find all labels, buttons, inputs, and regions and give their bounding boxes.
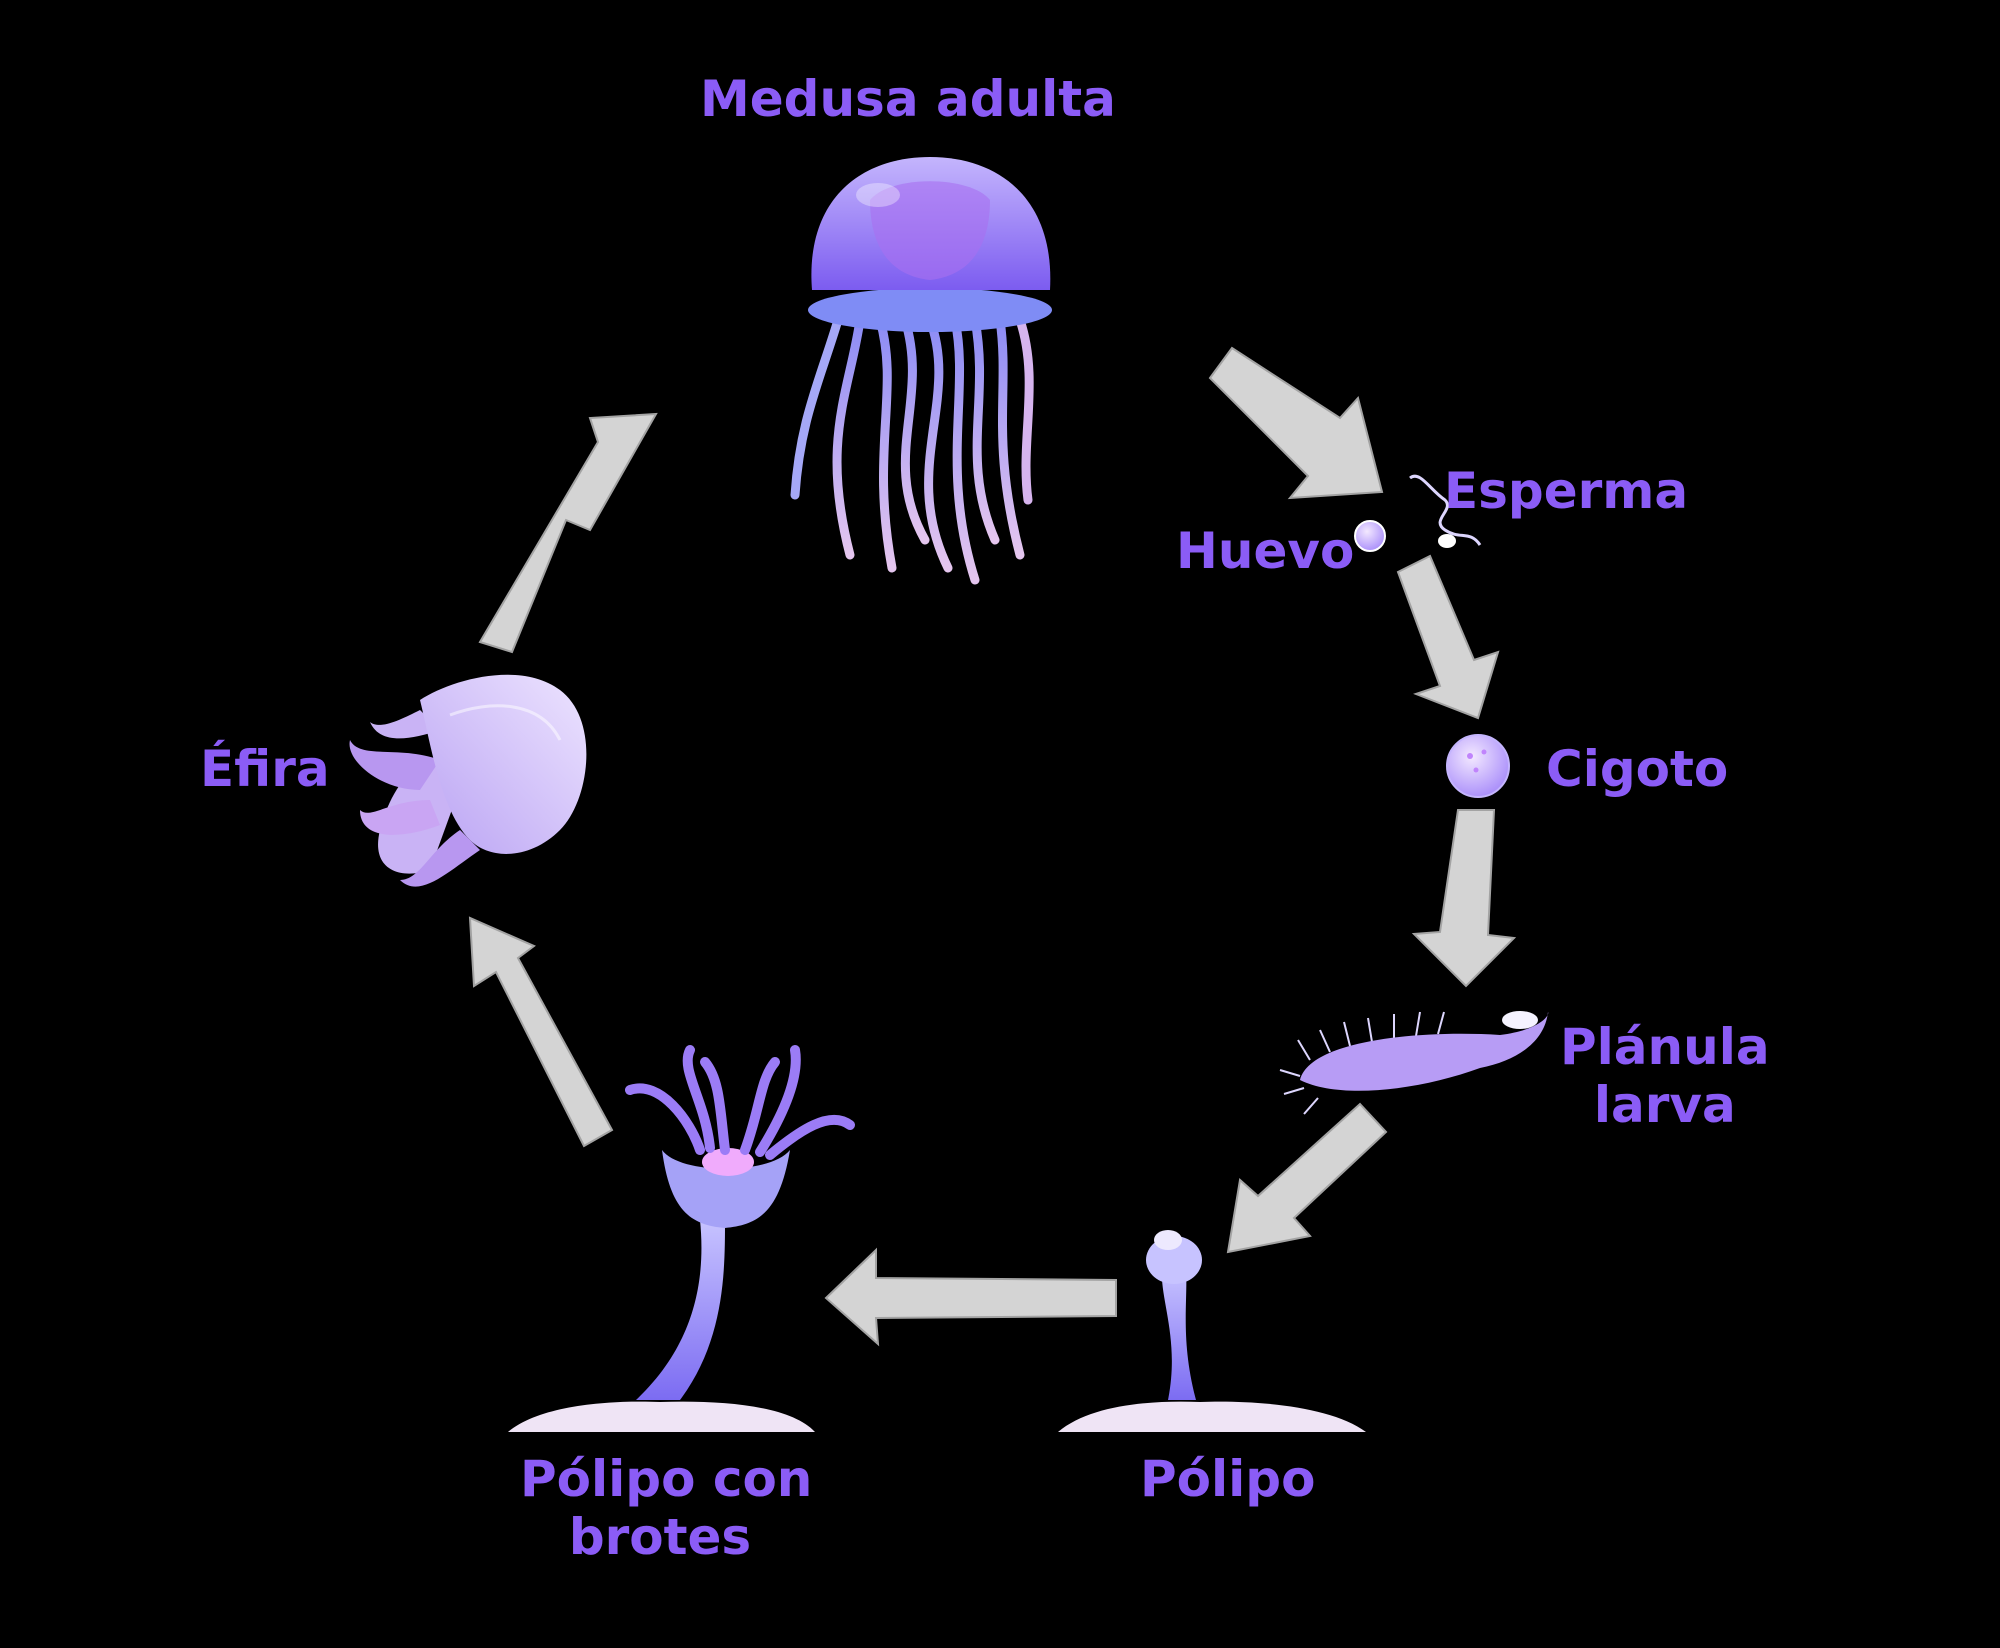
- arrow-brotes-to-efira: [468, 916, 614, 1148]
- label-polipo-brotes-line2: brotes: [568, 1508, 752, 1566]
- label-esperma: Esperma: [1444, 462, 1689, 520]
- arrow-gametes-to-cigoto: [1396, 554, 1500, 720]
- arrow-planula-to-polipo: [1226, 1102, 1388, 1254]
- sperm-head: [1438, 534, 1456, 548]
- label-polipo-brotes-line1: Pólipo con: [520, 1450, 813, 1508]
- label-planula-larva: Plánula larva: [1560, 1018, 1770, 1134]
- label-cigoto: Cigoto: [1546, 740, 1729, 798]
- label-huevo: Huevo: [1176, 522, 1355, 580]
- ephyra-illustration: [349, 674, 587, 887]
- label-efira: Éfira: [200, 740, 330, 798]
- arrow-cigoto-to-planula: [1411, 809, 1517, 988]
- zygote-illustration: [1446, 734, 1510, 798]
- label-planula-line2: larva: [1593, 1076, 1736, 1134]
- adult-medusa-illustration: [790, 157, 1052, 585]
- polyp-illustration: [1058, 1230, 1366, 1432]
- cycle-arrows: [468, 346, 1517, 1347]
- label-polipo: Pólipo: [1140, 1450, 1316, 1508]
- arrow-polipo-to-brotes: [824, 1247, 1117, 1347]
- label-planula-line1: Plánula: [1560, 1018, 1770, 1076]
- egg-cell: [1354, 520, 1386, 552]
- sperm-tail: [1409, 474, 1482, 546]
- arrow-efira-to-medusa: [478, 412, 658, 654]
- arrow-medusa-to-gametes: [1208, 346, 1384, 500]
- label-medusa-adulta: Medusa adulta: [700, 70, 1116, 128]
- label-polipo-con-brotes: Pólipo con brotes: [520, 1450, 813, 1566]
- budding-polyp-illustration: [508, 1045, 855, 1432]
- planula-larva-illustration: [1279, 1011, 1549, 1115]
- gametes-illustration: [1354, 474, 1482, 552]
